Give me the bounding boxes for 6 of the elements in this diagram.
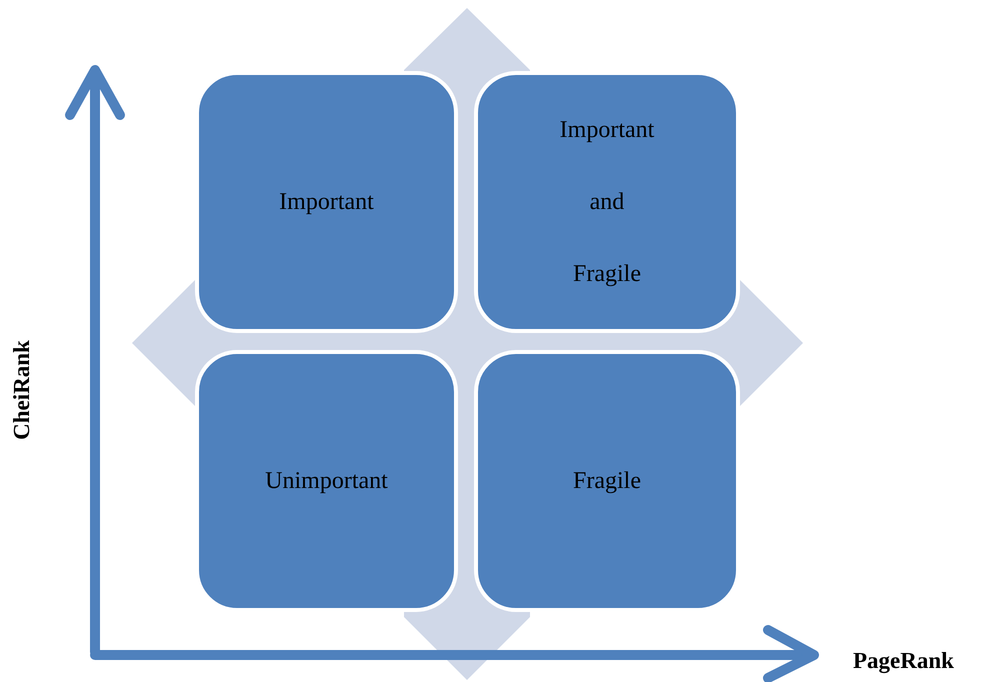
quadrant-label: Important <box>279 188 374 217</box>
y-axis-title: CheiRank <box>9 340 35 440</box>
quadrant-label: Important and Fragile <box>560 116 654 289</box>
x-axis-title: PageRank <box>853 648 954 674</box>
quadrant-label: Fragile <box>573 467 641 496</box>
quadrant-label: Unimportant <box>265 467 388 496</box>
